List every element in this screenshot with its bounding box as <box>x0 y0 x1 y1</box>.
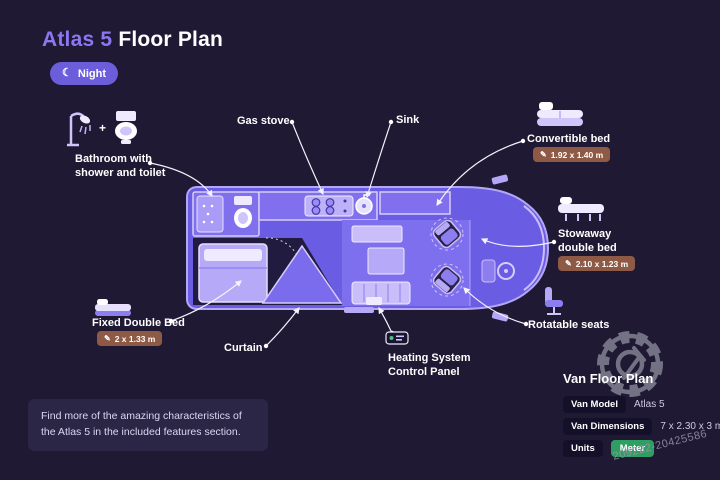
van-mirror-top <box>491 174 509 185</box>
stowaway-bed-dim-text: 2.10 x 1.23 m <box>575 258 629 269</box>
spec-row-units: Units Meter <box>563 440 655 457</box>
van-mirror-bottom <box>491 311 509 322</box>
callout-dots <box>147 119 557 349</box>
van-entry-step <box>344 307 374 313</box>
units-value-badge: Meter <box>610 440 655 457</box>
callout-gas-stove: Gas stove <box>237 115 290 127</box>
callout-bathroom: Bathroom with shower and toilet <box>75 153 166 180</box>
toilet-bowl <box>234 208 252 228</box>
cab-area <box>481 205 546 291</box>
pencil-icon: ✎ <box>540 149 547 159</box>
spec-value-van-dimensions: 7 x 2.30 x 3 m <box>660 421 720 432</box>
convertible-bed-area <box>379 191 451 215</box>
shower-tray <box>196 195 224 233</box>
living-area <box>342 191 471 306</box>
page-title: Atlas 5 Floor Plan <box>42 28 223 52</box>
callout-stowaway-bed: Stowaway double bed <box>558 228 617 255</box>
callout-heating: Heating System Control Panel <box>388 352 471 379</box>
fixed-bed-area <box>198 243 268 303</box>
convertible-bed-dimensions: ✎ 1.92 x 1.40 m <box>533 147 611 162</box>
rotatable-seat-top <box>430 217 464 251</box>
night-mode-toggle[interactable]: ☾ Night <box>50 62 118 85</box>
bathroom-area <box>192 191 260 237</box>
seat-icon <box>541 285 567 317</box>
spec-value-van-model: Atlas 5 <box>633 399 665 410</box>
callout-curtain: Curtain <box>224 342 263 354</box>
callout-sink: Sink <box>396 114 420 126</box>
callout-fixed-bed: Fixed Double Bed <box>92 317 185 329</box>
van-floor-dark <box>193 238 342 305</box>
bench-seat <box>351 281 411 305</box>
heating-panel-icon <box>385 331 409 345</box>
night-mode-label: Night <box>77 67 106 80</box>
stowaway-bed-icon <box>556 194 606 224</box>
spec-key-van-model: Van Model <box>563 396 626 413</box>
watermark-gear-icon <box>588 322 672 406</box>
van-body <box>186 174 550 322</box>
convertible-bed-icon <box>534 96 586 130</box>
page-title-rest: Floor Plan <box>118 28 223 51</box>
steering-wheel <box>497 262 515 280</box>
windshield <box>523 205 546 291</box>
toilet-icon <box>115 111 138 144</box>
bathroom-icons: + <box>66 108 139 148</box>
driver-seat <box>481 259 496 283</box>
features-note: Find more of the amazing characteristics… <box>28 399 268 451</box>
toilet-tank <box>234 196 252 205</box>
sink <box>355 197 373 215</box>
spec-key-van-dimensions: Van Dimensions <box>563 418 653 435</box>
page-title-accent: Atlas 5 <box>42 28 113 51</box>
spec-panel-title: Van Floor Plan <box>563 371 654 386</box>
spec-key-units: Units <box>563 440 603 457</box>
fixed-bed-dimensions: ✎ 2 x 1.33 m <box>97 331 163 346</box>
gas-stove <box>304 195 354 217</box>
callout-convertible-bed: Convertible bed <box>527 133 611 145</box>
stowaway-bed-dimensions: ✎ 2.10 x 1.23 m <box>558 256 636 271</box>
callout-lines <box>149 121 555 347</box>
shower-icon <box>67 112 91 147</box>
pencil-icon: ✎ <box>565 258 572 268</box>
fixed-bed-dim-text: 2 x 1.33 m <box>114 333 156 344</box>
kitchen-area <box>258 191 378 221</box>
pencil-icon: ✎ <box>104 333 111 343</box>
table <box>367 247 405 275</box>
spec-row-van-dimensions: Van Dimensions 7 x 2.30 x 3 m <box>563 418 720 435</box>
curtain-shape <box>261 244 343 304</box>
rotatable-seat-bottom <box>430 263 464 297</box>
door-swing-arc <box>265 237 301 263</box>
plus-sign: + <box>99 121 107 135</box>
moon-icon: ☾ <box>62 67 72 79</box>
fixed-bed-icon <box>93 297 133 319</box>
callout-rotatable-seats: Rotatable seats <box>528 319 610 331</box>
convertible-bed-dim-text: 1.92 x 1.40 m <box>550 149 604 160</box>
heating-panel-unit <box>366 297 382 305</box>
spec-row-van-model: Van Model Atlas 5 <box>563 396 665 413</box>
